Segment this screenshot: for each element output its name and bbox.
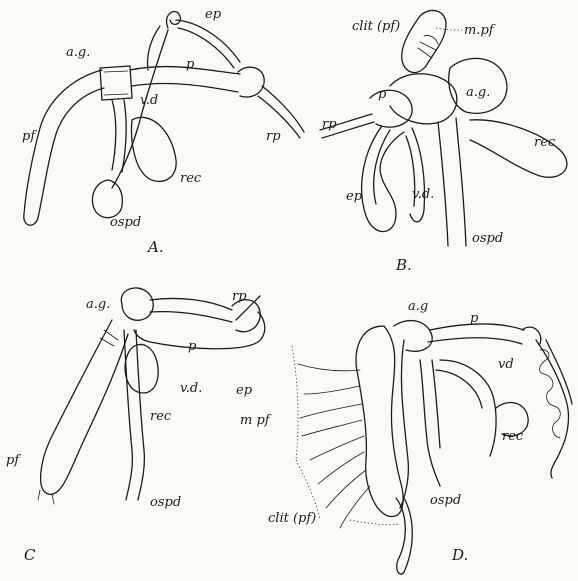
panel-d-label-ag: a.g <box>408 300 428 313</box>
panel-c-label-ag: a.g. <box>86 298 110 311</box>
panel-c-label-rp: rp <box>232 290 247 303</box>
panel-c-label-rec: rec <box>150 410 171 423</box>
panel-d-vd <box>436 360 496 456</box>
panel-d-label-ospd: ospd <box>430 494 461 507</box>
panel-c-ag <box>121 288 153 320</box>
panel-a-epiphallus <box>167 12 240 68</box>
panel-d-mpf <box>298 364 370 528</box>
panel-b-vd <box>406 128 425 222</box>
panel-d-ospd <box>420 360 440 486</box>
panel-b-label-rp: rp <box>322 118 337 131</box>
panel-c-penis <box>150 298 232 322</box>
panel-b-label-clit: clit (pf) <box>352 20 400 33</box>
panel-b-label-ep: ep <box>346 190 362 203</box>
panel-b-caption: B. <box>396 258 412 273</box>
panel-d-label-clit: clit (pf) <box>268 512 316 525</box>
panel-a-label-vd: v.d <box>140 94 158 107</box>
panel-b-drawing <box>320 10 567 246</box>
panel-a-ospd <box>92 180 122 218</box>
panel-c-label-vd: v.d. <box>180 382 202 395</box>
panel-c-drawing <box>38 288 265 504</box>
panel-a-label-ag: a.g. <box>66 46 90 59</box>
panel-c-label-pf: pf <box>6 454 19 467</box>
panel-c-ep <box>232 300 260 332</box>
panel-a-retractor <box>258 86 304 138</box>
panel-b-clit <box>402 10 446 72</box>
panel-a-label-ospd: ospd <box>110 216 141 229</box>
panel-a-label-ep: ep <box>205 8 221 21</box>
panel-b-body <box>390 74 457 124</box>
panel-d-drawing <box>292 321 572 575</box>
panel-d-label-rec: rec <box>502 430 523 443</box>
panel-d-label-p: p <box>470 312 478 325</box>
panel-b-label-p: p <box>378 88 386 101</box>
panel-d-caption: D. <box>452 548 468 563</box>
panel-a-right-bulb <box>238 67 264 97</box>
panel-a-label-p: p <box>186 58 194 71</box>
panel-b-label-mpf: m.pf <box>464 24 494 37</box>
panel-d-ag <box>394 321 432 352</box>
panel-d-mpf-bracket <box>292 346 320 520</box>
panel-b-label-ospd: ospd <box>472 232 503 245</box>
panel-b-mpf-leader <box>436 28 462 30</box>
panel-c-label-p: p <box>188 340 196 353</box>
panel-a-drawing <box>24 12 304 226</box>
panel-a-caption: A. <box>148 240 164 255</box>
panel-a-label-pf: pf <box>22 130 35 143</box>
panel-a-vd <box>112 30 168 188</box>
panel-d-clit <box>356 326 403 517</box>
panel-b-label-ag: a.g. <box>466 86 490 99</box>
panel-b-ospd <box>438 118 466 246</box>
panel-a-penis <box>130 67 240 92</box>
panel-a-label-rp: rp <box>266 130 281 143</box>
panel-b-label-rec: rec <box>534 136 555 149</box>
panel-d-penis <box>428 324 524 344</box>
panel-c-label-ep: ep <box>236 384 252 397</box>
panel-d-label-mpf: m pf <box>240 414 270 427</box>
panel-b-label-vd: v.d. <box>412 188 434 201</box>
panel-d-label-vd: vd <box>498 358 514 371</box>
panel-a-label-rec: rec <box>180 172 201 185</box>
panel-c-rec <box>125 344 158 393</box>
panel-c-label-ospd: ospd <box>150 496 181 509</box>
panel-c-pf <box>41 320 128 494</box>
panel-c-caption: C <box>24 548 35 563</box>
panel-d-coil <box>522 327 572 478</box>
